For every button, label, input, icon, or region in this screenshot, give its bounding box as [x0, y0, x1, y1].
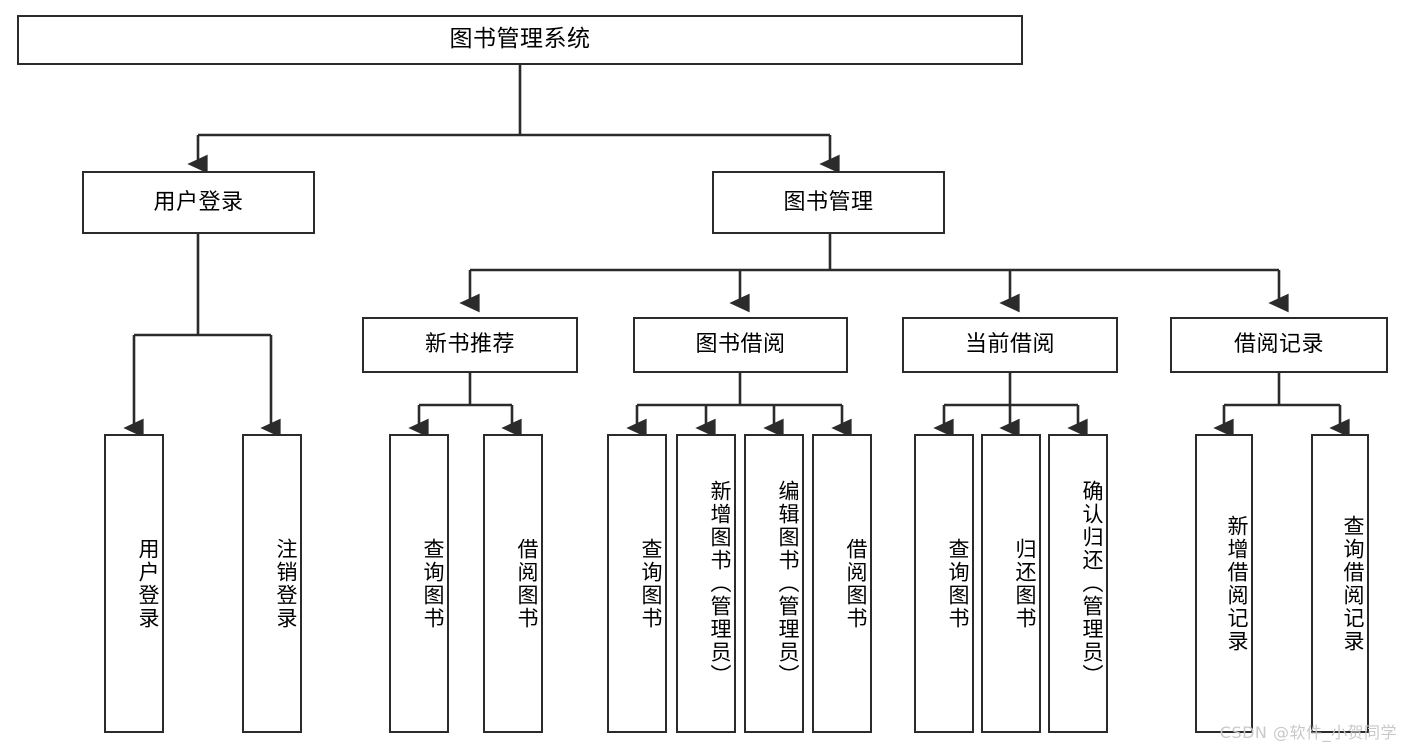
- node-label: 查询借阅记录: [1341, 514, 1365, 653]
- node-label: 确认归还（管理员）: [1080, 480, 1104, 687]
- node-book-management[interactable]: 图书管理: [712, 171, 945, 234]
- node-leaf-return-book[interactable]: 归还图书: [981, 434, 1041, 733]
- node-label: 图书借阅: [695, 332, 786, 358]
- node-new-book-recommend[interactable]: 新书推荐: [362, 317, 578, 373]
- node-borrow-record[interactable]: 借阅记录: [1170, 317, 1388, 373]
- node-label: 图书管理: [783, 189, 874, 215]
- node-label: 用户登录: [153, 189, 244, 215]
- node-label: 新增借阅记录: [1225, 514, 1249, 653]
- node-label: 当前借阅: [964, 332, 1055, 358]
- node-leaf-query-book-2[interactable]: 查询图书: [607, 434, 667, 733]
- node-label: 编辑图书（管理员）: [776, 480, 800, 687]
- node-label: 新书推荐: [424, 332, 515, 358]
- node-label: 注销登录: [274, 537, 298, 630]
- node-leaf-query-record[interactable]: 查询借阅记录: [1311, 434, 1369, 733]
- node-label: 借阅图书: [515, 537, 539, 630]
- node-label: 用户登录: [136, 537, 160, 630]
- node-label: 借阅图书: [844, 537, 868, 630]
- node-book-borrow[interactable]: 图书借阅: [633, 317, 848, 373]
- csdn-watermark: CSDN @软件_小贺同学: [1219, 723, 1397, 742]
- node-leaf-query-book-1[interactable]: 查询图书: [389, 434, 449, 733]
- node-leaf-borrow-book-2[interactable]: 借阅图书: [812, 434, 872, 733]
- node-label: 查询图书: [639, 537, 663, 630]
- node-leaf-add-record[interactable]: 新增借阅记录: [1195, 434, 1253, 733]
- node-current-borrow[interactable]: 当前借阅: [902, 317, 1118, 373]
- node-user-login[interactable]: 用户登录: [82, 171, 315, 234]
- node-label: 新增图书（管理员）: [708, 480, 732, 687]
- node-leaf-query-book-3[interactable]: 查询图书: [914, 434, 974, 733]
- node-leaf-confirm-return[interactable]: 确认归还（管理员）: [1048, 434, 1108, 733]
- node-leaf-borrow-book-1[interactable]: 借阅图书: [483, 434, 543, 733]
- node-leaf-add-book[interactable]: 新增图书（管理员）: [676, 434, 736, 733]
- node-root-book-management-system[interactable]: 图书管理系统: [17, 15, 1023, 65]
- node-label: 借阅记录: [1233, 332, 1324, 358]
- node-leaf-user-login[interactable]: 用户登录: [104, 434, 164, 733]
- node-leaf-logout-login[interactable]: 注销登录: [242, 434, 302, 733]
- node-label: 归还图书: [1013, 537, 1037, 630]
- node-leaf-edit-book[interactable]: 编辑图书（管理员）: [744, 434, 804, 733]
- node-label: 查询图书: [946, 537, 970, 630]
- node-label: 图书管理系统: [449, 26, 591, 53]
- node-label: 查询图书: [421, 537, 445, 630]
